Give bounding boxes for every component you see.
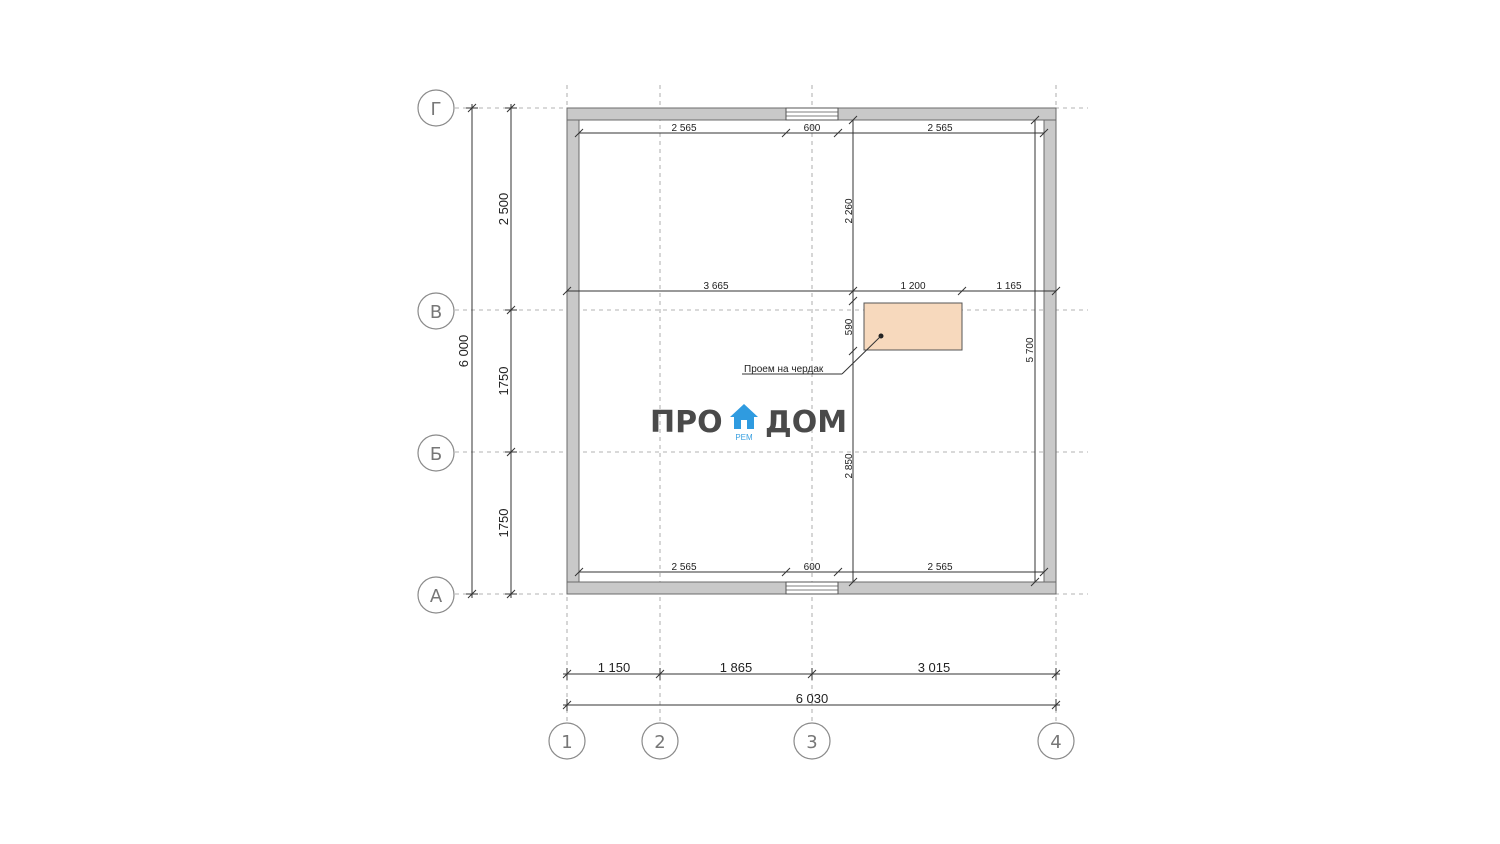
axis-label-2: 2 bbox=[654, 732, 665, 753]
axis-grid bbox=[455, 85, 1088, 722]
dim-v-upper: 2 260 bbox=[844, 198, 855, 223]
dim-top-inner-3: 2 565 bbox=[927, 123, 952, 134]
logo-text-left: ПРО bbox=[650, 405, 723, 440]
attic-opening bbox=[863, 302, 963, 351]
dim-top-inner-1: 2 565 bbox=[671, 123, 696, 134]
dim-mid-3: 1 165 bbox=[996, 281, 1021, 292]
dim-left-3: 1750 bbox=[496, 509, 511, 538]
window-top bbox=[785, 107, 839, 121]
left-dimensions bbox=[466, 103, 517, 599]
axis-marker-a: А bbox=[417, 576, 455, 614]
wall-bottom-left bbox=[566, 581, 787, 595]
axis-label-4: 4 bbox=[1050, 732, 1061, 753]
logo: ПРО РЕМ ДОМ bbox=[650, 404, 847, 442]
dim-bottom-1: 1 150 bbox=[598, 660, 631, 675]
callout-label: Проем на чердак bbox=[744, 364, 824, 375]
walls bbox=[566, 107, 1057, 595]
window-bottom bbox=[785, 581, 839, 595]
dim-v-right: 5 700 bbox=[1025, 337, 1036, 362]
callout-leader bbox=[742, 333, 884, 375]
wall-right bbox=[1043, 119, 1057, 583]
logo-sub: РЕМ bbox=[735, 433, 753, 442]
dim-left-1: 2 500 bbox=[496, 193, 511, 226]
dim-v-lower: 2 850 bbox=[844, 453, 855, 478]
axis-marker-4: 4 bbox=[1037, 722, 1075, 760]
axis-label-g: Г bbox=[431, 99, 442, 120]
wall-top-right bbox=[837, 107, 1057, 121]
dim-top-inner-2: 600 bbox=[804, 123, 821, 134]
axis-label-v: В bbox=[430, 302, 442, 323]
axis-marker-3: 3 bbox=[793, 722, 831, 760]
axis-marker-b: Б bbox=[417, 434, 455, 472]
axis-marker-1: 1 bbox=[548, 722, 586, 760]
axis-marker-g: Г bbox=[417, 89, 455, 127]
wall-left bbox=[566, 119, 580, 583]
dim-bottom-inner-1: 2 565 bbox=[671, 562, 696, 573]
axis-marker-v: В bbox=[417, 292, 455, 330]
dim-bottom-total: 6 030 bbox=[796, 691, 829, 706]
dim-mid-2: 1 200 bbox=[900, 281, 925, 292]
wall-bottom-right bbox=[837, 581, 1057, 595]
dim-mid-1: 3 665 bbox=[703, 281, 728, 292]
dim-bottom-inner-2: 600 bbox=[804, 562, 821, 573]
dim-v-opening: 590 bbox=[844, 318, 855, 335]
house-icon bbox=[730, 404, 758, 429]
axis-label-3: 3 bbox=[806, 732, 817, 753]
dim-left-total: 6 000 bbox=[456, 335, 471, 368]
axis-label-b: Б bbox=[430, 444, 442, 465]
bottom-dimensions bbox=[562, 668, 1061, 711]
wall-top-left bbox=[566, 107, 787, 121]
axis-marker-2: 2 bbox=[641, 722, 679, 760]
axis-label-a: А bbox=[430, 586, 443, 607]
dim-bottom-inner-3: 2 565 bbox=[927, 562, 952, 573]
dim-bottom-2: 1 865 bbox=[720, 660, 753, 675]
dim-bottom-3: 3 015 bbox=[918, 660, 951, 675]
axis-label-1: 1 bbox=[561, 732, 572, 753]
dim-left-2: 1750 bbox=[496, 367, 511, 396]
logo-text-right: ДОМ bbox=[765, 405, 847, 440]
inner-dimensions bbox=[562, 115, 1061, 587]
